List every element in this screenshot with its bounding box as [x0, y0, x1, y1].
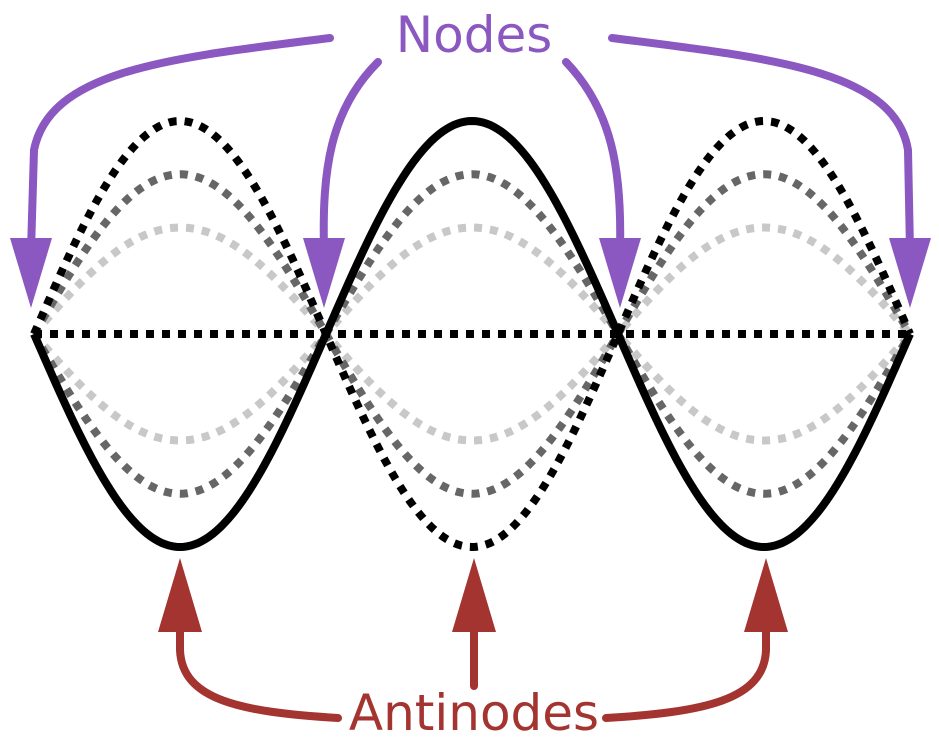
antinode-arrow-3	[602, 611, 770, 722]
node-arrowhead-3	[599, 238, 641, 308]
antinode-arrows	[158, 558, 788, 722]
antinode-arrowhead-1	[158, 558, 202, 632]
wave-light-dotted-up	[30, 223, 914, 445]
node-arrow-1	[27, 34, 334, 254]
wave-light-dotted-down	[30, 223, 914, 445]
antinode-arrowhead-2	[452, 558, 496, 632]
node-arrowhead-4	[889, 238, 931, 308]
antinodes-label: Antinodes	[349, 684, 599, 738]
node-arrow-2	[319, 58, 382, 254]
node-arrowhead-1	[10, 238, 52, 308]
wave-mid-dotted-up	[30, 170, 914, 498]
node-arrows	[10, 34, 931, 308]
node-arrowhead-2	[303, 238, 345, 308]
wave-solid	[30, 116, 914, 552]
wave-group	[30, 116, 914, 552]
nodes-label: Nodes	[396, 6, 553, 64]
antinode-arrow-1	[176, 611, 342, 722]
antinode-arrowhead-3	[744, 558, 788, 632]
node-arrow-3	[562, 58, 625, 254]
wave-dark-dotted	[30, 116, 914, 552]
wave-mid-dotted-down	[30, 170, 914, 498]
node-arrow-4	[608, 34, 914, 254]
